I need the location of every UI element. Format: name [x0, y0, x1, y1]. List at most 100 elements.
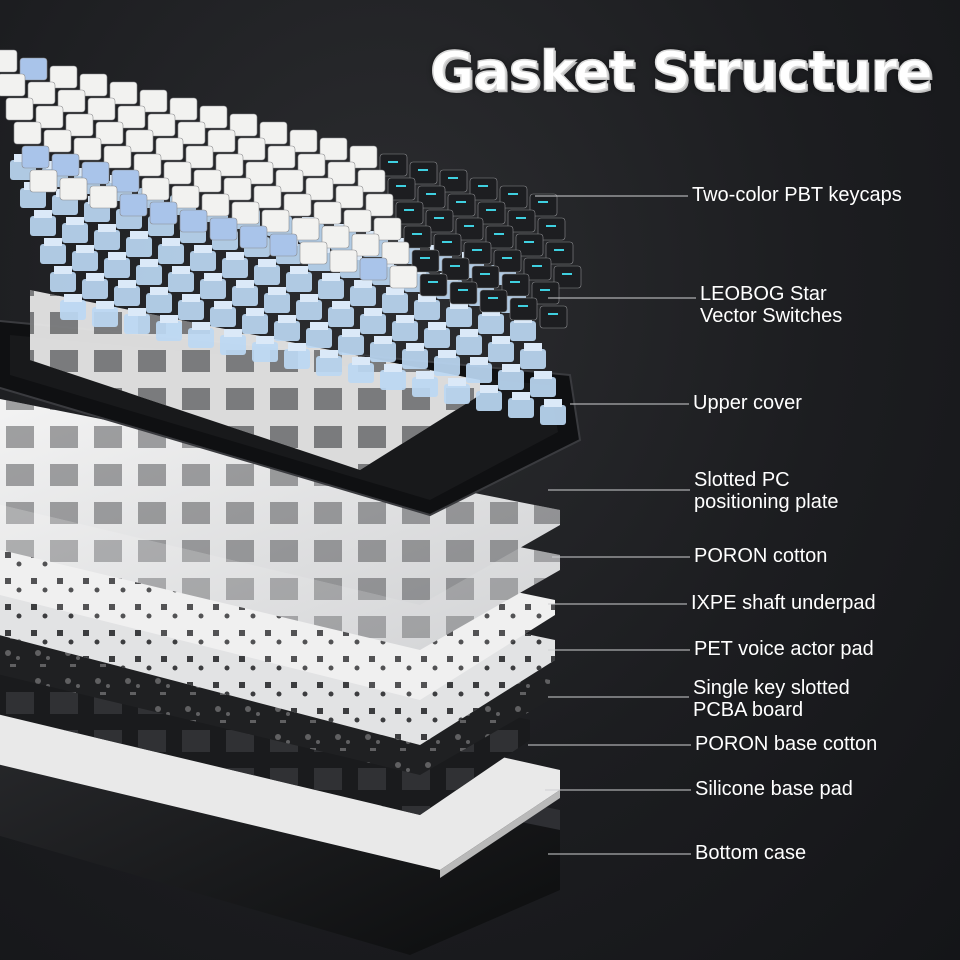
key-legend-mark [434, 217, 444, 219]
keycap [539, 305, 568, 329]
keycap [349, 145, 378, 169]
key-legend-mark [562, 273, 572, 275]
switch [136, 259, 162, 285]
label-upper-cover: Upper cover [693, 392, 802, 414]
switch [168, 266, 194, 292]
key-legend-mark [456, 201, 466, 203]
switch [412, 371, 438, 397]
key-legend-mark [480, 273, 490, 275]
key-legend-mark [418, 169, 428, 171]
keycap [313, 201, 342, 225]
key-legend-mark [412, 233, 422, 235]
key-legend-mark [426, 193, 436, 195]
key-legend-mark [524, 241, 534, 243]
keycap [359, 257, 388, 281]
keycap [447, 193, 476, 217]
switch [328, 301, 354, 327]
switch [242, 308, 268, 334]
keycap [439, 169, 468, 193]
keycap [147, 113, 176, 137]
label-line: Silicone base pad [695, 778, 853, 800]
switch [264, 287, 290, 313]
key-legend-mark [488, 297, 498, 299]
key-legend-mark [396, 185, 406, 187]
label-poron-cotton: PORON cotton [694, 545, 827, 567]
keycap [201, 193, 230, 217]
switch [200, 273, 226, 299]
keycap [261, 209, 290, 233]
switch [222, 252, 248, 278]
switch [444, 378, 470, 404]
label-line: Slotted PC [694, 469, 790, 491]
label-line: IXPE shaft underpad [691, 592, 876, 614]
switch [414, 294, 440, 320]
page-title: Gasket Structure [429, 39, 933, 104]
keycap [275, 169, 304, 193]
switch [370, 336, 396, 362]
switch [540, 399, 566, 425]
keycap [35, 105, 64, 129]
switch [126, 231, 152, 257]
keycap [365, 193, 394, 217]
keycap [389, 265, 418, 289]
keycap [103, 145, 132, 169]
keycap [351, 233, 380, 257]
label-line: PORON base cotton [695, 733, 878, 755]
switch [402, 343, 428, 369]
key-legend-mark [516, 217, 526, 219]
keycap [95, 121, 124, 145]
keycap [5, 97, 34, 121]
switch [360, 308, 386, 334]
key-legend-mark [510, 281, 520, 283]
key-legend-mark [508, 193, 518, 195]
keycap [545, 241, 574, 265]
keycap [237, 137, 266, 161]
keycap [507, 209, 536, 233]
switch [286, 266, 312, 292]
keycap [269, 233, 298, 257]
keycap [133, 153, 162, 177]
keycap [357, 169, 386, 193]
keycap [231, 201, 260, 225]
keycap [411, 249, 440, 273]
keycap [283, 193, 312, 217]
keycap [449, 281, 478, 305]
keycap [499, 185, 528, 209]
keycap [379, 153, 408, 177]
keycap [297, 153, 326, 177]
keycap [43, 129, 72, 153]
switch [392, 315, 418, 341]
switch [498, 364, 524, 390]
keycap [267, 145, 296, 169]
keycap [229, 113, 258, 137]
switch [72, 245, 98, 271]
label-line: PORON cotton [694, 545, 828, 567]
keycap [455, 217, 484, 241]
key-legend-mark [540, 289, 550, 291]
keycap [515, 233, 544, 257]
switch [158, 238, 184, 264]
keycap [469, 177, 498, 201]
keycap [51, 153, 80, 177]
keycap [59, 177, 88, 201]
label-line: positioning plate [694, 491, 839, 513]
keycap [259, 121, 288, 145]
switch [190, 245, 216, 271]
keycap [493, 249, 522, 273]
switch [252, 336, 278, 362]
keycap [125, 129, 154, 153]
switch [232, 280, 258, 306]
switch [350, 280, 376, 306]
keycap [299, 241, 328, 265]
label-line: Single key slotted [693, 677, 850, 699]
keycap [329, 249, 358, 273]
switch [156, 315, 182, 341]
switch [520, 343, 546, 369]
switch [424, 322, 450, 348]
key-legend-mark [494, 233, 504, 235]
key-legend-mark [450, 265, 460, 267]
keycap [479, 289, 508, 313]
